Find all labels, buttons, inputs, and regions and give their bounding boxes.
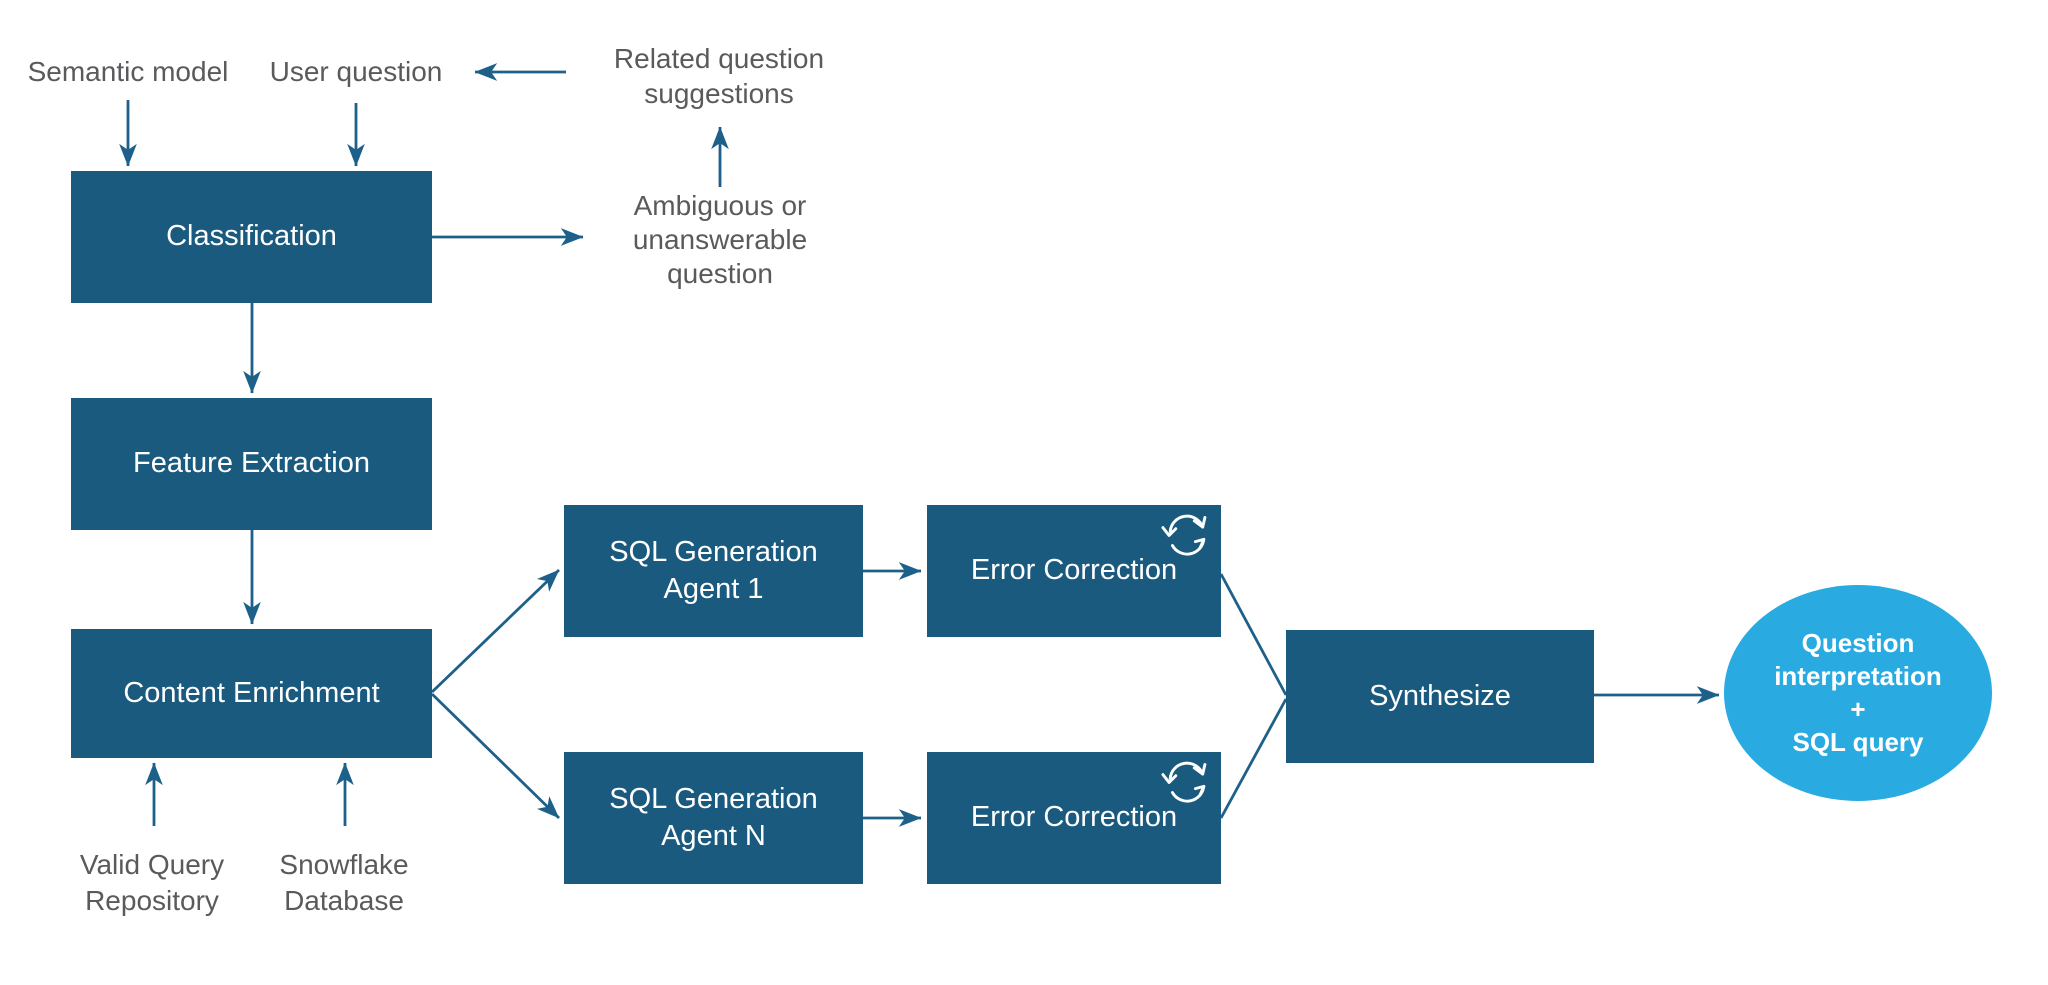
content-enrichment-node: Content Enrichment xyxy=(71,629,432,758)
output-ellipse: Question interpretation + SQL query xyxy=(1724,585,1992,801)
synthesize-node-label: Synthesize xyxy=(1369,679,1511,712)
output-ellipse-label: Question interpretation + SQL query xyxy=(1774,627,1942,758)
refresh-cycle-icon xyxy=(1161,514,1207,556)
arrow-content-to-sql-agent-n xyxy=(431,692,560,820)
synthesize-node: Synthesize xyxy=(1286,630,1594,763)
line-error-correction-1-to-synthesize xyxy=(1219,573,1288,696)
snowflake-database-label: Snowflake Database xyxy=(279,849,409,916)
valid-query-repository-label: Valid Query Repository xyxy=(79,849,225,916)
ambiguous-question-label: Ambiguous or unanswerable question xyxy=(632,190,808,289)
line-error-correction-2-to-synthesize xyxy=(1219,698,1288,819)
classification-node-label: Classification xyxy=(166,220,337,253)
refresh-cycle-icon xyxy=(1161,761,1207,803)
content-enrichment-node-label: Content Enrichment xyxy=(123,676,380,709)
classification-node: Classification xyxy=(71,171,432,303)
sql-generation-agent-n-node: SQL Generation Agent N xyxy=(564,752,863,884)
error-correction-1-label: Error Correction xyxy=(970,554,1178,587)
sql-generation-agent-n-label: SQL Generation Agent N xyxy=(609,782,818,852)
feature-extraction-node: Feature Extraction xyxy=(71,398,432,530)
sql-generation-agent-1-node: SQL Generation Agent 1 xyxy=(564,505,863,637)
error-correction-2-node: Error Correction xyxy=(927,752,1221,884)
feature-extraction-node-label: Feature Extraction xyxy=(133,447,370,480)
sql-generation-agent-1-label: SQL Generation Agent 1 xyxy=(609,535,818,605)
related-question-suggestions-label: Related question suggestions xyxy=(613,43,825,109)
arrow-content-to-sql-agent-1 xyxy=(431,568,560,694)
error-correction-2-label: Error Correction xyxy=(970,801,1178,834)
semantic-model-label: Semantic model xyxy=(27,56,229,87)
user-question-label: User question xyxy=(269,56,443,87)
error-correction-1-node: Error Correction xyxy=(927,505,1221,637)
